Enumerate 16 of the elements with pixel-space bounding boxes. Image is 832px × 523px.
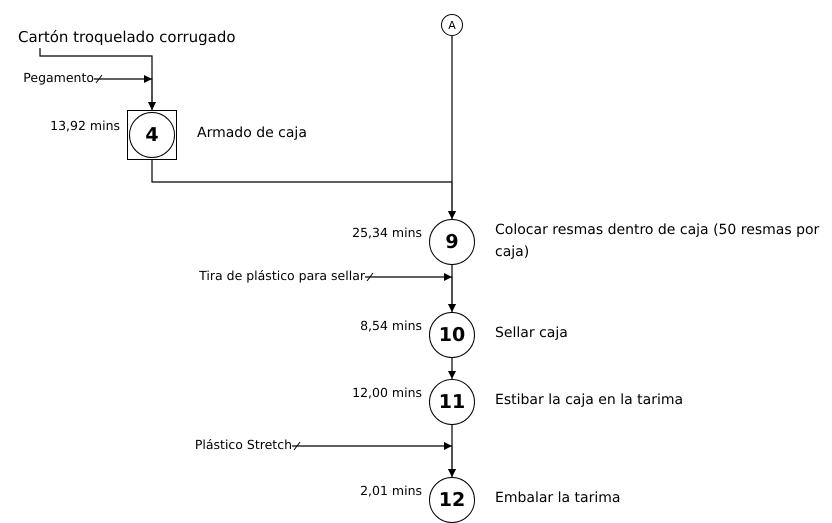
connector-circle: A: [441, 14, 463, 36]
duration-label: 8,54 mins: [360, 318, 422, 333]
operation-inspection-symbol: 4: [127, 110, 177, 160]
operation-circle: 9: [429, 219, 475, 265]
operation-description: Embalar la tarima: [495, 489, 622, 508]
duration-label: 2,01 mins: [360, 483, 422, 498]
operation-description: Colocar resmas dentro de caja (50 resmas por caja): [495, 221, 820, 262]
duration-label: 12,00 mins: [352, 385, 422, 400]
operation-circle: 11: [429, 379, 475, 425]
duration-label: 13,92 mins: [50, 118, 120, 133]
duration-label: 25,34 mins: [352, 225, 422, 240]
operation-description: Armado de caja: [197, 124, 308, 143]
operation-circle: 12: [429, 477, 475, 523]
operation-description: Estibar la caja en la tarima: [495, 391, 684, 410]
operation-description: Sellar caja: [495, 324, 569, 343]
operation-circle: 10: [429, 312, 475, 358]
